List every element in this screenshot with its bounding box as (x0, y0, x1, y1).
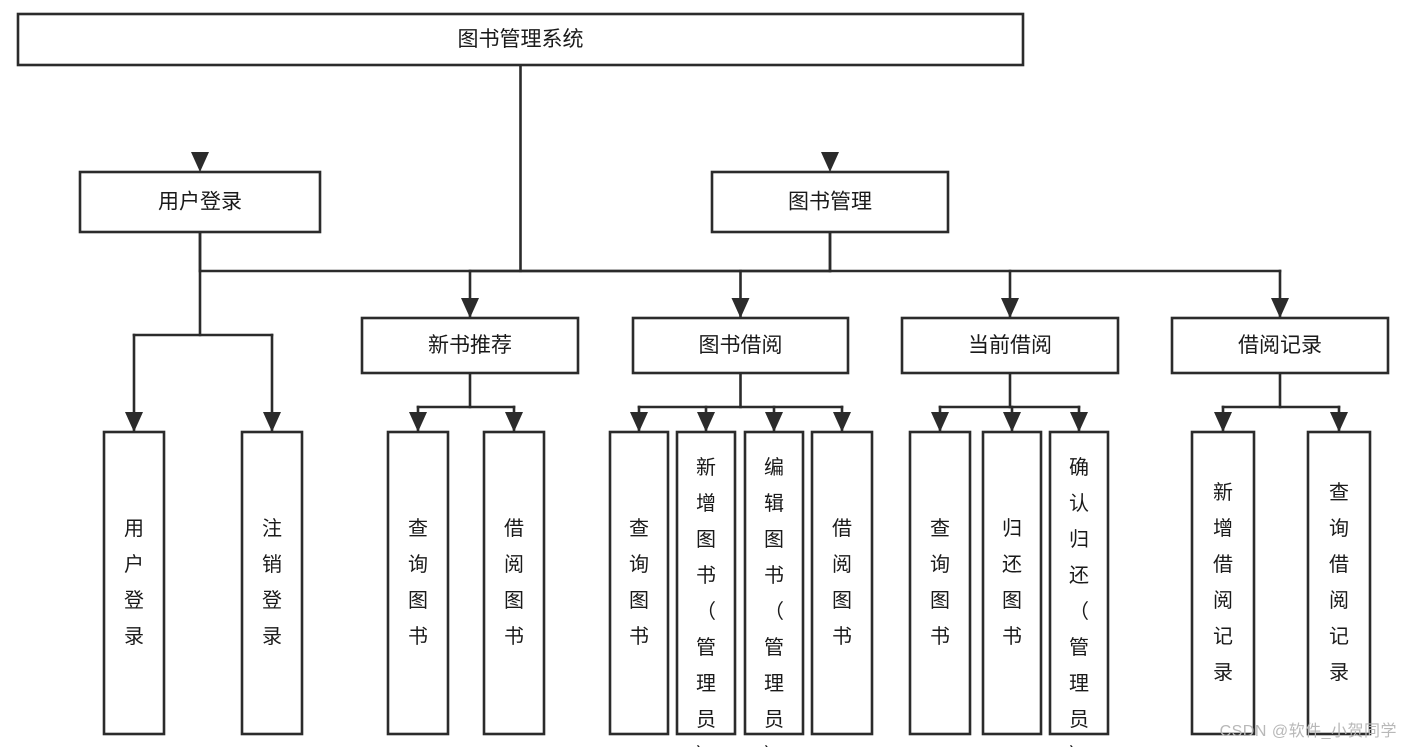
node-借阅记录[interactable]: 借阅记录 (1170, 316, 1390, 375)
node-box (102, 430, 166, 736)
node-图书借阅[interactable]: 图书借阅 (631, 316, 850, 375)
arrowhead (409, 412, 427, 432)
node-box (386, 430, 450, 736)
node-label-vertical: 注销登录 (262, 517, 282, 648)
node-label-vertical: 借阅图书 (504, 517, 524, 648)
node-label-vertical: 查询借阅记录 (1329, 481, 1349, 684)
arrowhead (263, 412, 281, 432)
node-box (631, 316, 850, 375)
connector-layer (125, 63, 1348, 434)
node-图书管理[interactable]: 图书管理 (710, 170, 950, 234)
node-box (1190, 430, 1256, 736)
node-label-vertical: 编辑图书（管理员） (764, 456, 784, 747)
node-box (240, 430, 304, 736)
arrowhead (1001, 298, 1019, 318)
node-box (675, 430, 737, 736)
arrowhead (1271, 298, 1289, 318)
node-box (608, 430, 670, 736)
node-box (908, 430, 972, 736)
node-新增图书管理员[interactable]: 新增图书（管理员） (675, 430, 737, 747)
arrowhead (697, 412, 715, 432)
arrowhead (833, 412, 851, 432)
node-label: 图书管理 (788, 191, 872, 214)
node-图书管理系统[interactable]: 图书管理系统 (16, 12, 1025, 67)
arrowhead (1214, 412, 1232, 432)
node-box (360, 316, 580, 375)
node-box (710, 170, 950, 234)
arrowhead (191, 152, 209, 172)
node-编辑图书管理员[interactable]: 编辑图书（管理员） (743, 430, 805, 747)
node-label: 图书借阅 (699, 334, 783, 357)
node-确认归还管理员[interactable]: 确认归还（管理员） (1048, 430, 1110, 747)
node-label: 新书推荐 (428, 334, 512, 357)
node-label: 借阅记录 (1238, 334, 1322, 357)
node-box (810, 430, 874, 736)
node-label-vertical: 用户登录 (124, 518, 144, 648)
node-label-vertical: 借阅图书 (832, 517, 852, 648)
node-label-vertical: 查询图书 (408, 517, 428, 648)
node-用户登录[interactable]: 用户登录 (102, 430, 166, 736)
node-查询图书[interactable]: 查询图书 (386, 430, 450, 736)
node-借阅图书[interactable]: 借阅图书 (810, 430, 874, 736)
arrowhead (731, 298, 750, 318)
node-box (981, 430, 1043, 736)
arrowhead (821, 152, 839, 172)
arrowhead (931, 412, 949, 432)
node-box (1306, 430, 1372, 736)
node-查询图书[interactable]: 查询图书 (908, 430, 972, 736)
watermark-label: CSDN @软件_小贺同学 (1219, 723, 1397, 740)
arrowhead (765, 412, 783, 432)
arrowhead (125, 412, 143, 432)
arrowhead (630, 412, 648, 432)
node-box (1048, 430, 1110, 736)
node-新书推荐[interactable]: 新书推荐 (360, 316, 580, 375)
arrowhead (1003, 412, 1021, 432)
node-label-vertical: 查询图书 (930, 517, 950, 648)
node-box (1170, 316, 1390, 375)
arrowhead (1330, 412, 1348, 432)
node-当前借阅[interactable]: 当前借阅 (900, 316, 1120, 375)
node-注销登录[interactable]: 注销登录 (240, 430, 304, 736)
arrowhead (1070, 412, 1088, 432)
node-label: 用户登录 (158, 191, 242, 214)
arrowhead (461, 298, 479, 318)
node-label-vertical: 查询图书 (629, 517, 649, 648)
node-借阅图书[interactable]: 借阅图书 (482, 430, 546, 736)
node-label-vertical: 确认归还（管理员） (1069, 456, 1089, 747)
node-label: 当前借阅 (968, 334, 1052, 357)
node-归还图书[interactable]: 归还图书 (981, 430, 1043, 736)
node-用户登录[interactable]: 用户登录 (78, 170, 322, 234)
node-新增借阅记录[interactable]: 新增借阅记录 (1190, 430, 1256, 736)
node-box (743, 430, 805, 736)
node-label-vertical: 归还图书 (1002, 517, 1022, 648)
node-box (78, 170, 322, 234)
node-box (16, 12, 1025, 67)
node-label-vertical: 新增借阅记录 (1213, 481, 1233, 684)
node-label: 图书管理系统 (458, 28, 584, 51)
node-查询图书[interactable]: 查询图书 (608, 430, 670, 736)
node-box (900, 316, 1120, 375)
node-查询借阅记录[interactable]: 查询借阅记录 (1306, 430, 1372, 736)
node-box (482, 430, 546, 736)
node-layer: 图书管理系统用户登录图书管理新书推荐图书借阅当前借阅借阅记录用户登录注销登录查询… (16, 12, 1390, 747)
node-label-vertical: 新增图书（管理员） (696, 456, 716, 747)
arrowhead (505, 412, 523, 432)
